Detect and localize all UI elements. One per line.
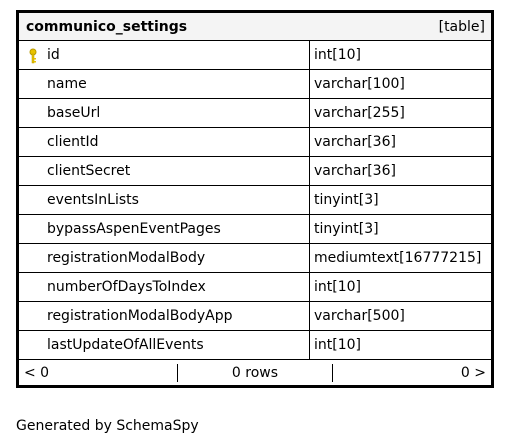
column-row: baseUrl varchar[255] — [19, 99, 491, 128]
column-name-cell: bypassAspenEventPages — [19, 215, 310, 243]
column-row: name varchar[100] — [19, 70, 491, 99]
column-name: numberOfDaysToIndex — [47, 279, 206, 295]
column-name: name — [47, 76, 87, 92]
column-name-cell: registrationModalBody — [19, 244, 310, 272]
column-type: int[10] — [314, 279, 361, 295]
table-name: communico_settings — [26, 18, 188, 35]
column-name-cell: id — [19, 41, 310, 69]
column-name: clientId — [47, 134, 99, 150]
column-name-cell: clientId — [19, 128, 310, 156]
generator-credit: Generated by SchemaSpy — [16, 418, 199, 434]
column-row: registrationModalBodyApp varchar[500] — [19, 302, 491, 331]
column-row: numberOfDaysToIndex int[10] — [19, 273, 491, 302]
column-row: eventsInLists tinyint[3] — [19, 186, 491, 215]
column-row: id int[10] — [19, 41, 491, 70]
column-type: varchar[255] — [314, 105, 405, 121]
column-name: registrationModalBody — [47, 250, 206, 266]
column-name-cell: numberOfDaysToIndex — [19, 273, 310, 301]
column-type: int[10] — [314, 47, 361, 63]
column-name: bypassAspenEventPages — [47, 221, 221, 237]
column-row: registrationModalBody mediumtext[1677721… — [19, 244, 491, 273]
column-name-cell: registrationModalBodyApp — [19, 302, 310, 330]
column-name-cell: clientSecret — [19, 157, 310, 185]
column-type: int[10] — [314, 337, 361, 353]
table-header: communico_settings [table] — [19, 13, 491, 41]
column-type: varchar[500] — [314, 308, 405, 324]
column-name-cell: name — [19, 70, 310, 98]
column-name: eventsInLists — [47, 192, 139, 208]
table-kind: [table] — [438, 18, 485, 35]
column-name-cell: eventsInLists — [19, 186, 310, 214]
column-type: mediumtext[16777215] — [314, 250, 482, 266]
column-name-cell: lastUpdateOfAllEvents — [19, 331, 310, 359]
column-name-cell: baseUrl — [19, 99, 310, 127]
column-row: clientSecret varchar[36] — [19, 157, 491, 186]
key-icon — [29, 48, 37, 64]
column-name: lastUpdateOfAllEvents — [47, 337, 204, 353]
column-type: varchar[36] — [314, 163, 396, 179]
row-count: 0 rows — [177, 363, 333, 382]
column-name: id — [47, 47, 60, 63]
column-name: registrationModalBodyApp — [47, 308, 233, 324]
children-count: 0 > — [460, 364, 486, 381]
table-node[interactable]: communico_settings [table] id int[10] na… — [16, 10, 494, 388]
column-row: lastUpdateOfAllEvents int[10] — [19, 331, 491, 360]
parents-count: < 0 — [24, 364, 50, 381]
column-type: varchar[100] — [314, 76, 405, 92]
column-row: clientId varchar[36] — [19, 128, 491, 157]
column-type: varchar[36] — [314, 134, 396, 150]
column-row: bypassAspenEventPages tinyint[3] — [19, 215, 491, 244]
column-type: tinyint[3] — [314, 192, 379, 208]
table-footer: < 0 0 rows 0 > — [19, 360, 491, 385]
column-type: tinyint[3] — [314, 221, 379, 237]
column-name: baseUrl — [47, 105, 101, 121]
column-name: clientSecret — [47, 163, 131, 179]
